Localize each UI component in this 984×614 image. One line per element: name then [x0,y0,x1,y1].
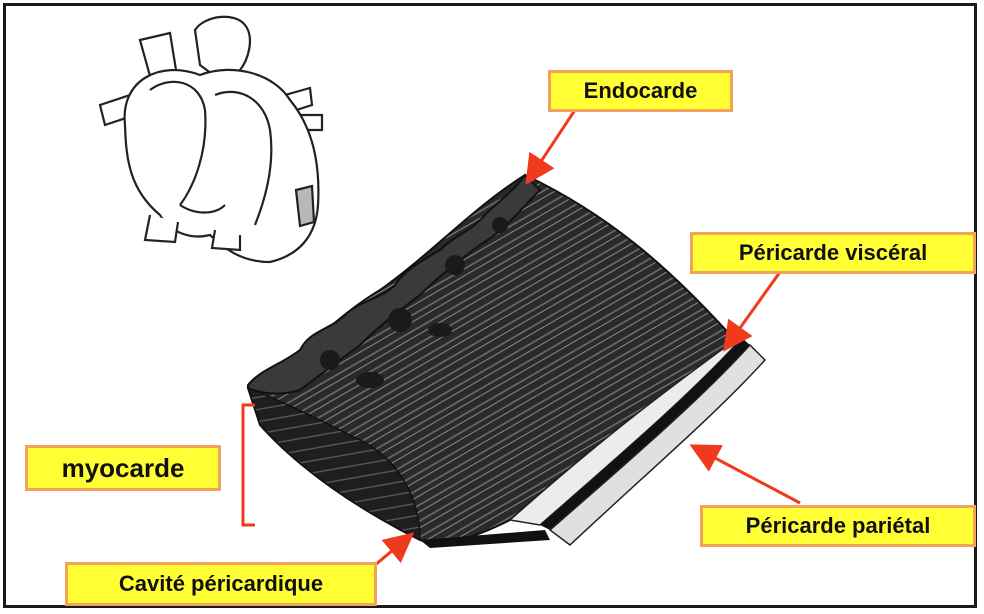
endocarde-label: Endocarde [548,70,733,112]
myocarde-label: myocarde [25,445,221,491]
pericarde-visceral-label: Péricarde viscéral [690,232,976,274]
pericarde-parietal-label: Péricarde pariétal [700,505,976,547]
pericarde-visceral-arrow [730,272,780,342]
pericarde-parietal-arrow [700,450,800,503]
cavite-pericardique-arrow [375,540,405,565]
endocarde-arrow [532,110,575,175]
myocarde-bracket [243,405,255,525]
myocardium-wedge [248,175,735,543]
cavite-pericardique-label: Cavité péricardique [65,562,377,606]
heart-outline-icon [100,17,322,262]
